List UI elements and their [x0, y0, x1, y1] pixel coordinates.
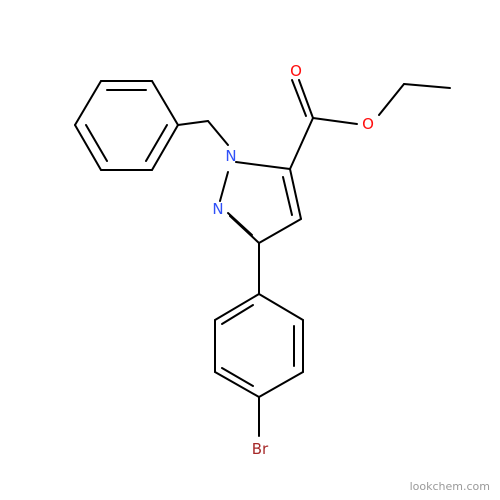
- atom-n1: N: [225, 147, 236, 165]
- bond-inner: [227, 212, 253, 236]
- atom-o-ester: O: [362, 115, 374, 133]
- bond: [289, 168, 302, 220]
- bond-inner: [282, 176, 293, 216]
- bond: [403, 83, 451, 89]
- bond: [74, 80, 102, 126]
- bond: [258, 371, 304, 398]
- bond: [298, 79, 314, 119]
- bond: [151, 80, 179, 126]
- atom-o-carbonyl: O: [290, 62, 302, 80]
- bond: [235, 161, 291, 170]
- bond: [177, 120, 209, 126]
- bond: [258, 218, 302, 244]
- bond: [74, 124, 102, 171]
- bond: [291, 79, 307, 117]
- bond: [289, 117, 314, 170]
- watermark-text: lookchem.com: [410, 480, 490, 493]
- bond: [151, 124, 179, 171]
- bond-inner: [221, 304, 254, 325]
- atom-labels: O O N N Br: [212, 62, 374, 458]
- bond: [214, 371, 260, 398]
- bond: [207, 120, 229, 146]
- bond: [378, 83, 405, 116]
- bond: [312, 117, 358, 125]
- bond-inner: [221, 367, 254, 387]
- atom-br: Br: [252, 440, 269, 458]
- bond-inner: [85, 124, 108, 162]
- bond: [219, 171, 229, 202]
- bonds: [74, 79, 451, 437]
- atom-n2: N: [212, 200, 223, 218]
- bond: [214, 293, 260, 321]
- bond: [258, 293, 304, 321]
- bond-inner: [145, 124, 168, 162]
